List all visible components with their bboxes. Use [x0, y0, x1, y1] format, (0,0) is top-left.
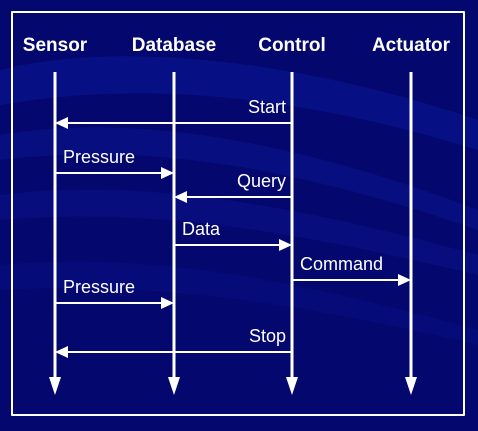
lifeline-title-control: Control: [258, 35, 326, 56]
lifeline-control: [286, 72, 298, 395]
message-arrowhead: [161, 167, 174, 179]
diagram-frame: [11, 11, 465, 416]
lifeline-sensor: [49, 72, 61, 395]
message-start: Start: [55, 97, 292, 129]
message-label: Command: [300, 254, 383, 274]
message-command: Command: [292, 254, 411, 286]
lifeline-arrowhead-sensor: [49, 377, 61, 395]
message-arrowhead: [55, 117, 68, 129]
message-label: Pressure: [63, 277, 135, 297]
lifeline-actuator: [405, 72, 417, 395]
message-label: Start: [248, 97, 286, 117]
lifeline-title-database: Database: [131, 35, 217, 56]
message-arrowhead: [279, 239, 292, 251]
message-label: Stop: [249, 326, 286, 346]
message-arrowhead: [174, 191, 187, 203]
message-arrowhead: [161, 297, 174, 309]
message-pressure: Pressure: [55, 147, 174, 179]
message-label: Query: [237, 171, 286, 191]
message-data: Data: [174, 219, 292, 251]
lifeline-title-actuator: Actuator: [371, 35, 451, 56]
message-arrowhead: [55, 346, 68, 358]
lifeline-database: [168, 72, 180, 395]
message-pressure: Pressure: [55, 277, 174, 309]
message-query: Query: [174, 171, 292, 203]
lifeline-arrowhead-database: [168, 377, 180, 395]
message-stop: Stop: [55, 326, 292, 358]
message-label: Data: [182, 219, 221, 239]
message-label: Pressure: [63, 147, 135, 167]
lifeline-title-sensor: Sensor: [22, 35, 88, 56]
lifeline-arrowhead-control: [286, 377, 298, 395]
lifeline-arrowhead-actuator: [405, 377, 417, 395]
message-arrowhead: [398, 274, 411, 286]
